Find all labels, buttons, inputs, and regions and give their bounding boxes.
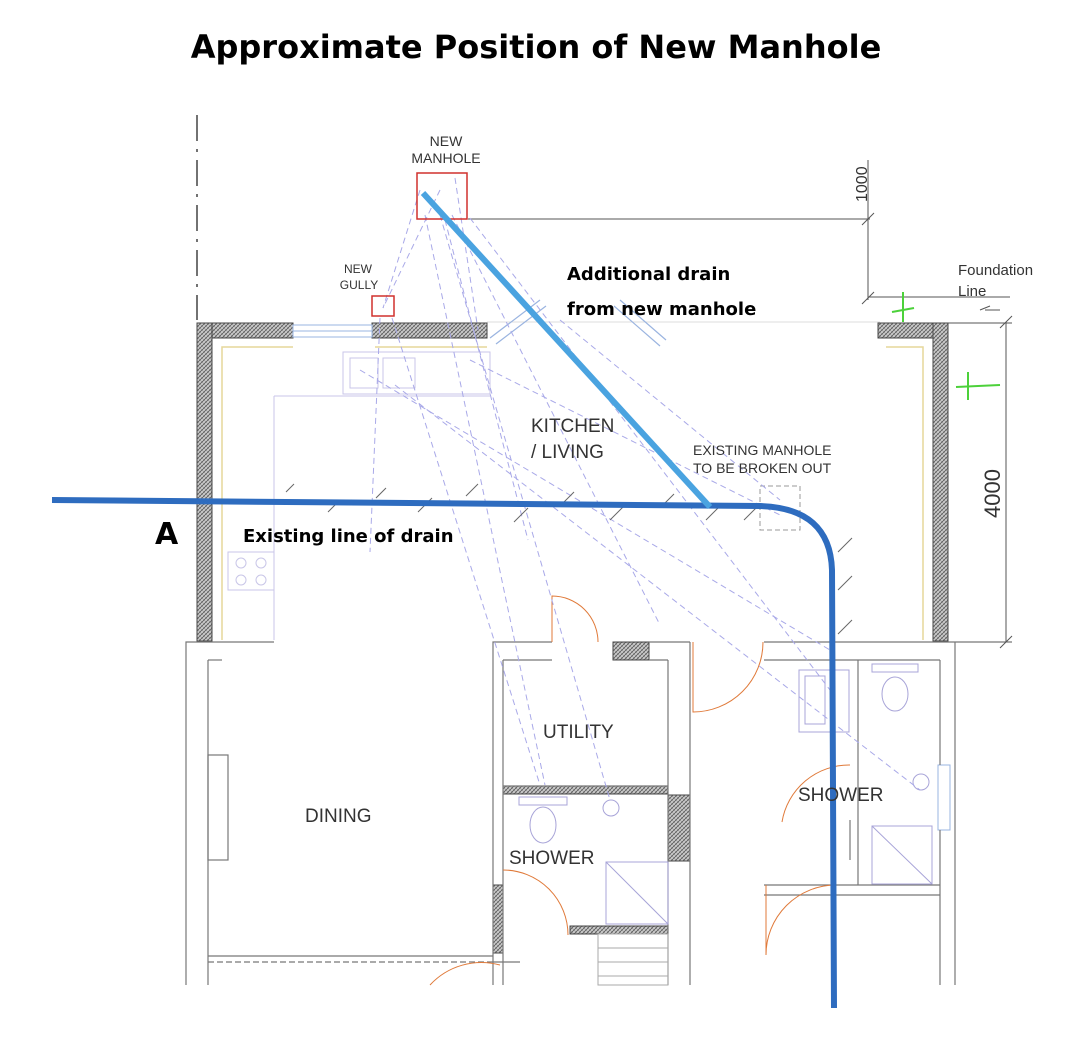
new-gully-label-1: NEW: [344, 262, 373, 276]
shower-right-label: SHOWER: [798, 785, 884, 806]
additional-drain-label-1: Additional drain: [567, 264, 730, 285]
existing-manhole-label-1: EXISTING MANHOLE: [693, 442, 831, 458]
foundation-label-2: Line: [958, 283, 986, 300]
dimension-1000-label: 1000: [854, 166, 871, 202]
existing-manhole-label-2: TO BE BROKEN OUT: [693, 460, 832, 476]
dining-label: DINING: [305, 806, 372, 827]
additional-drain-label-2: from new manhole: [567, 299, 756, 320]
existing-drain-label: Existing line of drain: [243, 526, 454, 547]
shower-left-label: SHOWER: [509, 848, 595, 869]
dimension-4000-label: 4000: [980, 469, 1005, 518]
kitchen-label-2: / LIVING: [531, 442, 604, 463]
dashed-pipe-network: [359, 177, 921, 801]
new-manhole: [416, 172, 468, 220]
additional-drain-line: [420, 190, 713, 510]
point-a-label: A: [155, 517, 179, 552]
new-manhole-label-2: MANHOLE: [411, 150, 480, 166]
new-gully-label-2: GULLY: [340, 278, 378, 292]
external-walls: [196, 322, 949, 954]
new-manhole-label-1: NEW: [430, 133, 463, 149]
existing-drain-line: [51, 497, 837, 1009]
utility-label: UTILITY: [543, 722, 614, 743]
page-title: Approximate Position of New Manhole: [190, 28, 882, 66]
dimension-1000: [468, 160, 1010, 305]
foundation-label-1: Foundation: [958, 262, 1033, 279]
dimension-4000: [940, 315, 1013, 649]
new-gully: [371, 295, 395, 317]
foundation-markers: [891, 292, 1001, 400]
kitchen-label-1: KITCHEN: [531, 416, 614, 437]
